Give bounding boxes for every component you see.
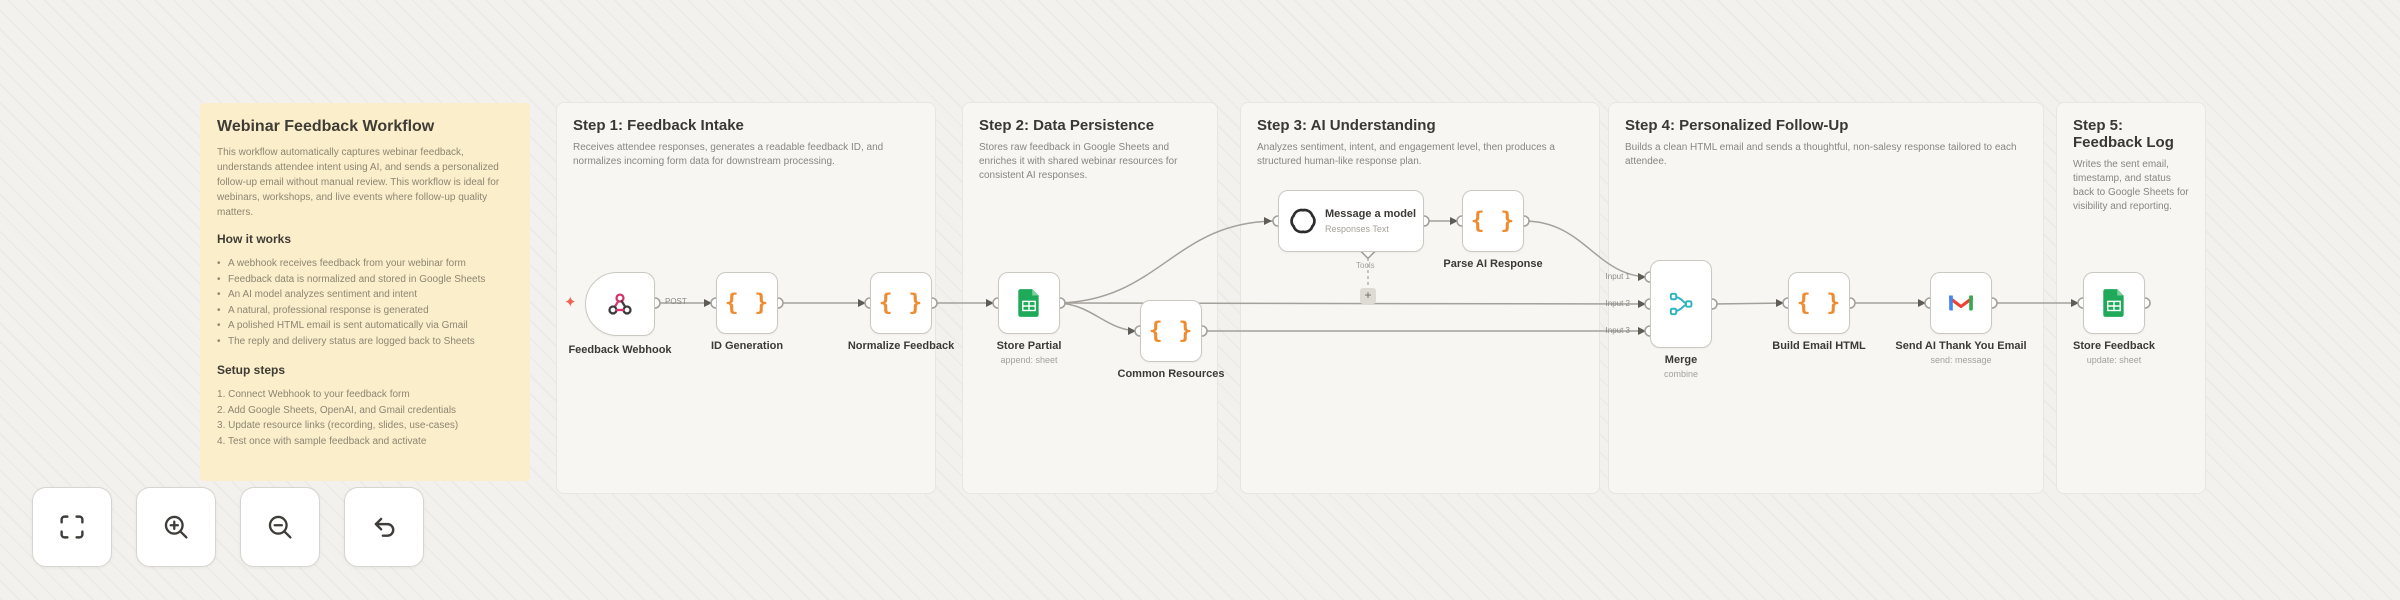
step-title: Step 5: Feedback Log [2073, 117, 2174, 151]
google-sheets-icon [2103, 289, 2124, 317]
merge-input-label: Input 1 [1605, 272, 1630, 281]
step-description: Receives attendee responses, generates a… [573, 142, 884, 167]
sticky-setup-list: Connect Webhook to your feedback form Ad… [217, 387, 513, 449]
step-description: Writes the sent email, timestamp, and st… [2073, 159, 2189, 212]
list-item: The reply and delivery status are logged… [217, 334, 513, 350]
step-panel-3: Step 3: AI Understanding Analyzes sentim… [1240, 102, 1600, 494]
step-title: Step 4: Personalized Follow-Up [1625, 117, 1849, 134]
node-label: Feedback Webhook [568, 344, 672, 356]
node-label: ID Generation [710, 340, 784, 352]
step-description: Builds a clean HTML email and sends a th… [1625, 142, 2017, 167]
node-build-email-html[interactable]: { } [1788, 272, 1850, 334]
node-message-a-model[interactable]: Message a model Responses Text [1278, 190, 1424, 252]
code-braces-icon: { } [1148, 318, 1194, 344]
zoom-in-button[interactable] [136, 487, 216, 567]
node-label: Normalize Feedback [847, 340, 955, 352]
node-subtitle: append: sheet [1000, 355, 1058, 365]
sticky-how-heading: How it works [217, 232, 292, 246]
node-label: Merge [1664, 354, 1698, 366]
list-item: Add Google Sheets, OpenAI, and Gmail cre… [227, 404, 457, 416]
merge-input-label: Input 3 [1605, 326, 1630, 335]
fit-view-button[interactable] [32, 487, 112, 567]
undo-icon [374, 517, 395, 537]
list-item: A natural, professional response is gene… [217, 303, 513, 319]
zoom-out-button[interactable] [240, 487, 320, 567]
node-label: Store Feedback [2073, 340, 2155, 352]
list-item: A webhook receives feedback from your we… [217, 256, 513, 272]
node-feedback-webhook[interactable] [585, 272, 655, 336]
node-label: Build Email HTML [1772, 340, 1866, 352]
node-normalize-feedback[interactable]: { } [870, 272, 932, 334]
node-send-ai-thank-you-email[interactable] [1930, 272, 1992, 334]
undo-button[interactable] [344, 487, 424, 567]
step-description: Stores raw feedback in Google Sheets and… [979, 142, 1178, 181]
zoom-in-icon [164, 515, 188, 539]
trigger-indicator-icon: ✦ [564, 294, 577, 311]
node-store-feedback[interactable] [2083, 272, 2145, 334]
step-description: Analyzes sentiment, intent, and engageme… [1257, 142, 1555, 167]
merge-icon [1669, 292, 1693, 316]
code-braces-icon: { } [1470, 208, 1516, 234]
node-subtitle: send: message [1930, 355, 1992, 365]
openai-icon [1290, 208, 1316, 234]
node-label: Send AI Thank You Email [1895, 340, 2027, 352]
step-title: Step 1: Feedback Intake [573, 117, 744, 134]
node-common-resources[interactable]: { } [1140, 300, 1202, 362]
node-subtitle: Responses Text [1325, 224, 1389, 235]
list-item: An AI model analyzes sentiment and inten… [217, 287, 513, 303]
webhook-method-label: POST [665, 297, 687, 306]
list-item: Update resource links (recording, slides… [228, 420, 459, 431]
sticky-how-list: A webhook receives feedback from your we… [217, 256, 513, 349]
node-merge[interactable] [1650, 260, 1712, 348]
list-item: Feedback data is normalized and stored i… [217, 272, 513, 288]
node-subtitle: update: sheet [2086, 355, 2142, 365]
list-item: Connect Webhook to your feedback form [228, 389, 410, 400]
node-parse-ai-response[interactable]: { } [1462, 190, 1524, 252]
node-label: Common Resources [1117, 368, 1225, 380]
sticky-setup-heading: Setup steps [217, 363, 286, 377]
step-title: Step 3: AI Understanding [1257, 117, 1436, 134]
google-sheets-icon [1018, 289, 1039, 317]
code-braces-icon: { } [724, 290, 770, 316]
node-subtitle: combine [1663, 369, 1699, 379]
node-label: Parse AI Response [1443, 258, 1543, 270]
sticky-intro: This workflow automatically captures web… [217, 147, 500, 218]
step-title: Step 2: Data Persistence [979, 117, 1155, 134]
node-label: Store Partial [996, 340, 1062, 352]
gmail-icon [1949, 295, 1973, 311]
tools-port-label: Tools [1356, 261, 1375, 270]
zoom-out-icon [268, 515, 292, 539]
node-label: Message a model [1325, 207, 1417, 220]
add-tool-button[interactable]: + [1360, 288, 1376, 304]
code-braces-icon: { } [1796, 290, 1842, 316]
webhook-icon [608, 293, 632, 315]
fit-view-icon [60, 515, 84, 539]
node-store-partial[interactable] [998, 272, 1060, 334]
sticky-title: Webinar Feedback Workflow [217, 118, 435, 135]
code-braces-icon: { } [878, 290, 924, 316]
merge-input-label: Input 2 [1605, 299, 1630, 308]
list-item: Test once with sample feedback and activ… [227, 435, 427, 447]
list-item: A polished HTML email is sent automatica… [217, 318, 513, 334]
sticky-note[interactable]: Webinar Feedback Workflow This workflow … [200, 103, 530, 481]
node-id-generation[interactable]: { } [716, 272, 778, 334]
